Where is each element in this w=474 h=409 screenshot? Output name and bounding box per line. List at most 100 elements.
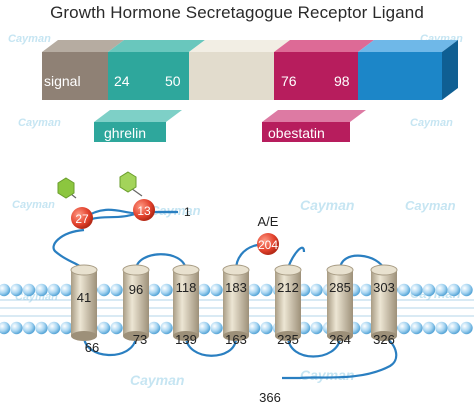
lipid-head <box>247 283 261 297</box>
middle-segment <box>189 52 274 100</box>
signal-label: signal <box>44 73 81 89</box>
lipid-head <box>110 321 123 335</box>
lipid-head <box>197 283 211 297</box>
lipid-head <box>210 321 223 335</box>
lipid-head <box>422 321 436 335</box>
figure-title: Growth Hormone Secretagogue Receptor Lig… <box>50 3 424 22</box>
helix-base <box>275 331 301 341</box>
helix-bottom-label: 66 <box>85 340 99 355</box>
lipid-head <box>260 283 273 297</box>
lipid-head <box>147 283 161 297</box>
helix-top <box>370 264 398 276</box>
helix-base <box>123 331 149 341</box>
lipid-head <box>397 283 411 297</box>
lipid-head <box>360 321 373 335</box>
obestatin-start-label: 76 <box>281 73 297 89</box>
helix-base <box>173 331 199 341</box>
watermark: Cayman <box>300 367 354 383</box>
lipid-head <box>447 283 461 297</box>
obestatin-segment <box>274 52 358 100</box>
helix-base <box>327 331 353 341</box>
ghrelin-tag: ghrelin <box>94 110 182 142</box>
watermark: Cayman <box>8 33 51 45</box>
helix-top-label: 212 <box>277 280 299 295</box>
svg-text:obestatin: obestatin <box>268 125 325 141</box>
lipid-head <box>147 321 161 335</box>
n-terminus: 27 13 1 <box>57 171 191 229</box>
lipid-head <box>310 321 323 335</box>
octanoyl-hexagon <box>57 177 75 199</box>
lipid-head <box>0 283 11 297</box>
lipid-head <box>47 283 61 297</box>
lipid-head <box>247 321 261 335</box>
lipid-head <box>197 321 211 335</box>
lipid-head <box>435 321 448 335</box>
residue-27 <box>71 207 93 229</box>
svg-text:ghrelin: ghrelin <box>104 125 146 141</box>
ghrelin-start-label: 24 <box>114 73 130 89</box>
lipid-head <box>60 283 73 297</box>
c-terminal-segment <box>358 52 442 100</box>
helix-base <box>71 331 97 341</box>
lipid-head <box>22 321 36 335</box>
lipid-head <box>35 283 48 297</box>
helix-top <box>122 264 150 276</box>
helix-body <box>275 270 301 336</box>
helix-bottom-label: 73 <box>133 332 147 347</box>
residue-204-label: A/E <box>258 214 279 229</box>
helix-top <box>326 264 354 276</box>
svg-text:27: 27 <box>75 212 89 226</box>
lipid-head <box>160 321 173 335</box>
lipid-head <box>410 321 423 335</box>
octanoyl-hexagon <box>119 171 137 193</box>
helix-body <box>371 270 397 336</box>
obestatin-tag: obestatin <box>262 110 366 142</box>
lipid-head <box>97 321 111 335</box>
lipid-head <box>35 321 48 335</box>
helix-body <box>123 270 149 336</box>
lipid-head <box>422 283 436 297</box>
lipid-head <box>410 283 423 297</box>
lipid-head <box>460 283 473 297</box>
lipid-head <box>97 283 111 297</box>
lipid-head <box>210 283 223 297</box>
lipid-head <box>397 321 411 335</box>
lipid-head <box>10 321 23 335</box>
lipid-head <box>22 283 36 297</box>
helix-bottom-label: 264 <box>329 332 351 347</box>
helix-top-label: 285 <box>329 280 351 295</box>
svg-text:13: 13 <box>137 204 151 218</box>
watermark: Cayman <box>12 199 55 211</box>
lipid-head <box>460 321 473 335</box>
residue-204: 204 A/E <box>257 214 279 255</box>
helix-base <box>223 331 249 341</box>
transmembrane-helices <box>70 264 398 341</box>
watermark: Cayman <box>300 197 354 213</box>
helix-body <box>223 270 249 336</box>
watermark: Cayman <box>150 203 201 218</box>
helix-body <box>327 270 353 336</box>
helix-bottom-label: 139 <box>175 332 197 347</box>
obestatin-end-label: 98 <box>334 73 350 89</box>
lipid-head <box>10 283 23 297</box>
lipid-head <box>160 283 173 297</box>
watermark: Cayman <box>405 198 456 213</box>
ghrelin-segment <box>108 52 189 100</box>
lipid-head <box>60 321 73 335</box>
lipid-head <box>47 321 61 335</box>
lipid-head <box>110 283 123 297</box>
n-terminus-label: 1 <box>184 205 191 219</box>
helix-bottom-label: 326 <box>373 332 395 347</box>
helix-top <box>222 264 250 276</box>
helix-top <box>274 264 302 276</box>
helix-body <box>71 270 97 336</box>
helix-base <box>371 331 397 341</box>
lipid-head <box>260 321 273 335</box>
helix-bottom-label: 235 <box>277 332 299 347</box>
lipid-head <box>435 283 448 297</box>
watermark: Cayman <box>18 117 61 129</box>
svg-text:204: 204 <box>258 238 278 252</box>
helix-top <box>70 264 98 276</box>
helix-top-label: 183 <box>225 280 247 295</box>
